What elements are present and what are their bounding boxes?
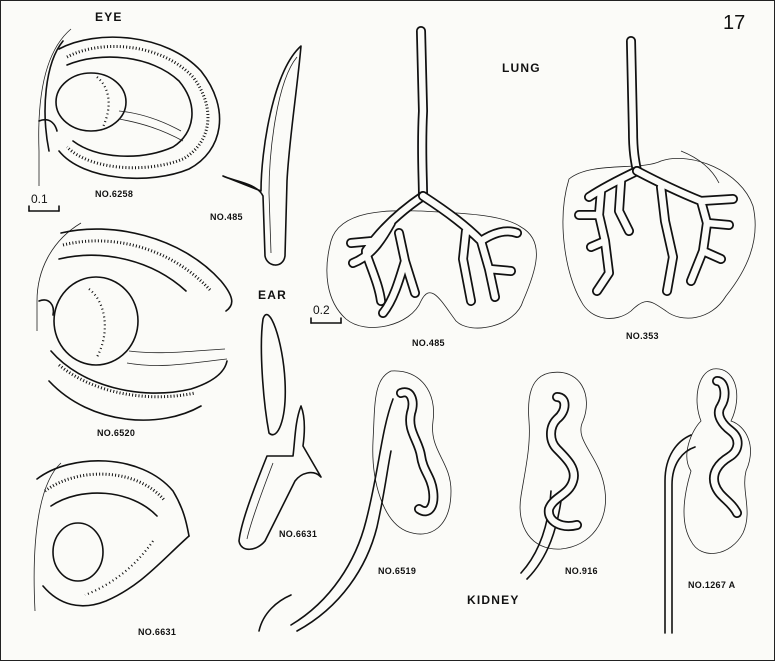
eye-label-6258: NO.6258	[95, 189, 133, 199]
eye-section-6258	[38, 28, 221, 186]
eye-heading: EYE	[95, 10, 123, 24]
kidney-label-916: NO.916	[565, 566, 598, 576]
plate-number: 17	[723, 12, 745, 34]
eye-section-6631	[33, 459, 190, 612]
kidney-6519	[258, 370, 452, 632]
ear-label-485: NO.485	[210, 212, 243, 222]
ear-heading: EAR	[258, 288, 287, 302]
kidney-heading: KIDNEY	[467, 593, 520, 607]
kidney-916	[519, 371, 606, 580]
lung-485	[326, 26, 537, 329]
kidney-label-6519: NO.6519	[378, 566, 416, 576]
eye-scale-label: 0.1	[31, 192, 48, 206]
kidney-label-1267a: NO.1267 A	[688, 580, 736, 590]
ear-vesicle-485	[222, 45, 302, 266]
scale-bar-lung	[310, 317, 342, 324]
lung-heading: LUNG	[502, 61, 541, 75]
ear-label-6631: NO.6631	[279, 529, 317, 539]
scale-bar-eye	[28, 205, 60, 212]
lung-353	[562, 36, 756, 319]
kidney-1267a	[664, 368, 751, 634]
lung-label-485: NO.485	[412, 338, 445, 348]
eye-label-6631: NO.6631	[138, 627, 176, 637]
ear-vesicle-6631	[238, 313, 322, 551]
eye-section-6520	[36, 222, 233, 421]
lung-scale-label: 0.2	[313, 303, 330, 317]
lung-label-353: NO.353	[626, 331, 659, 341]
eye-label-6520: NO.6520	[97, 428, 135, 438]
